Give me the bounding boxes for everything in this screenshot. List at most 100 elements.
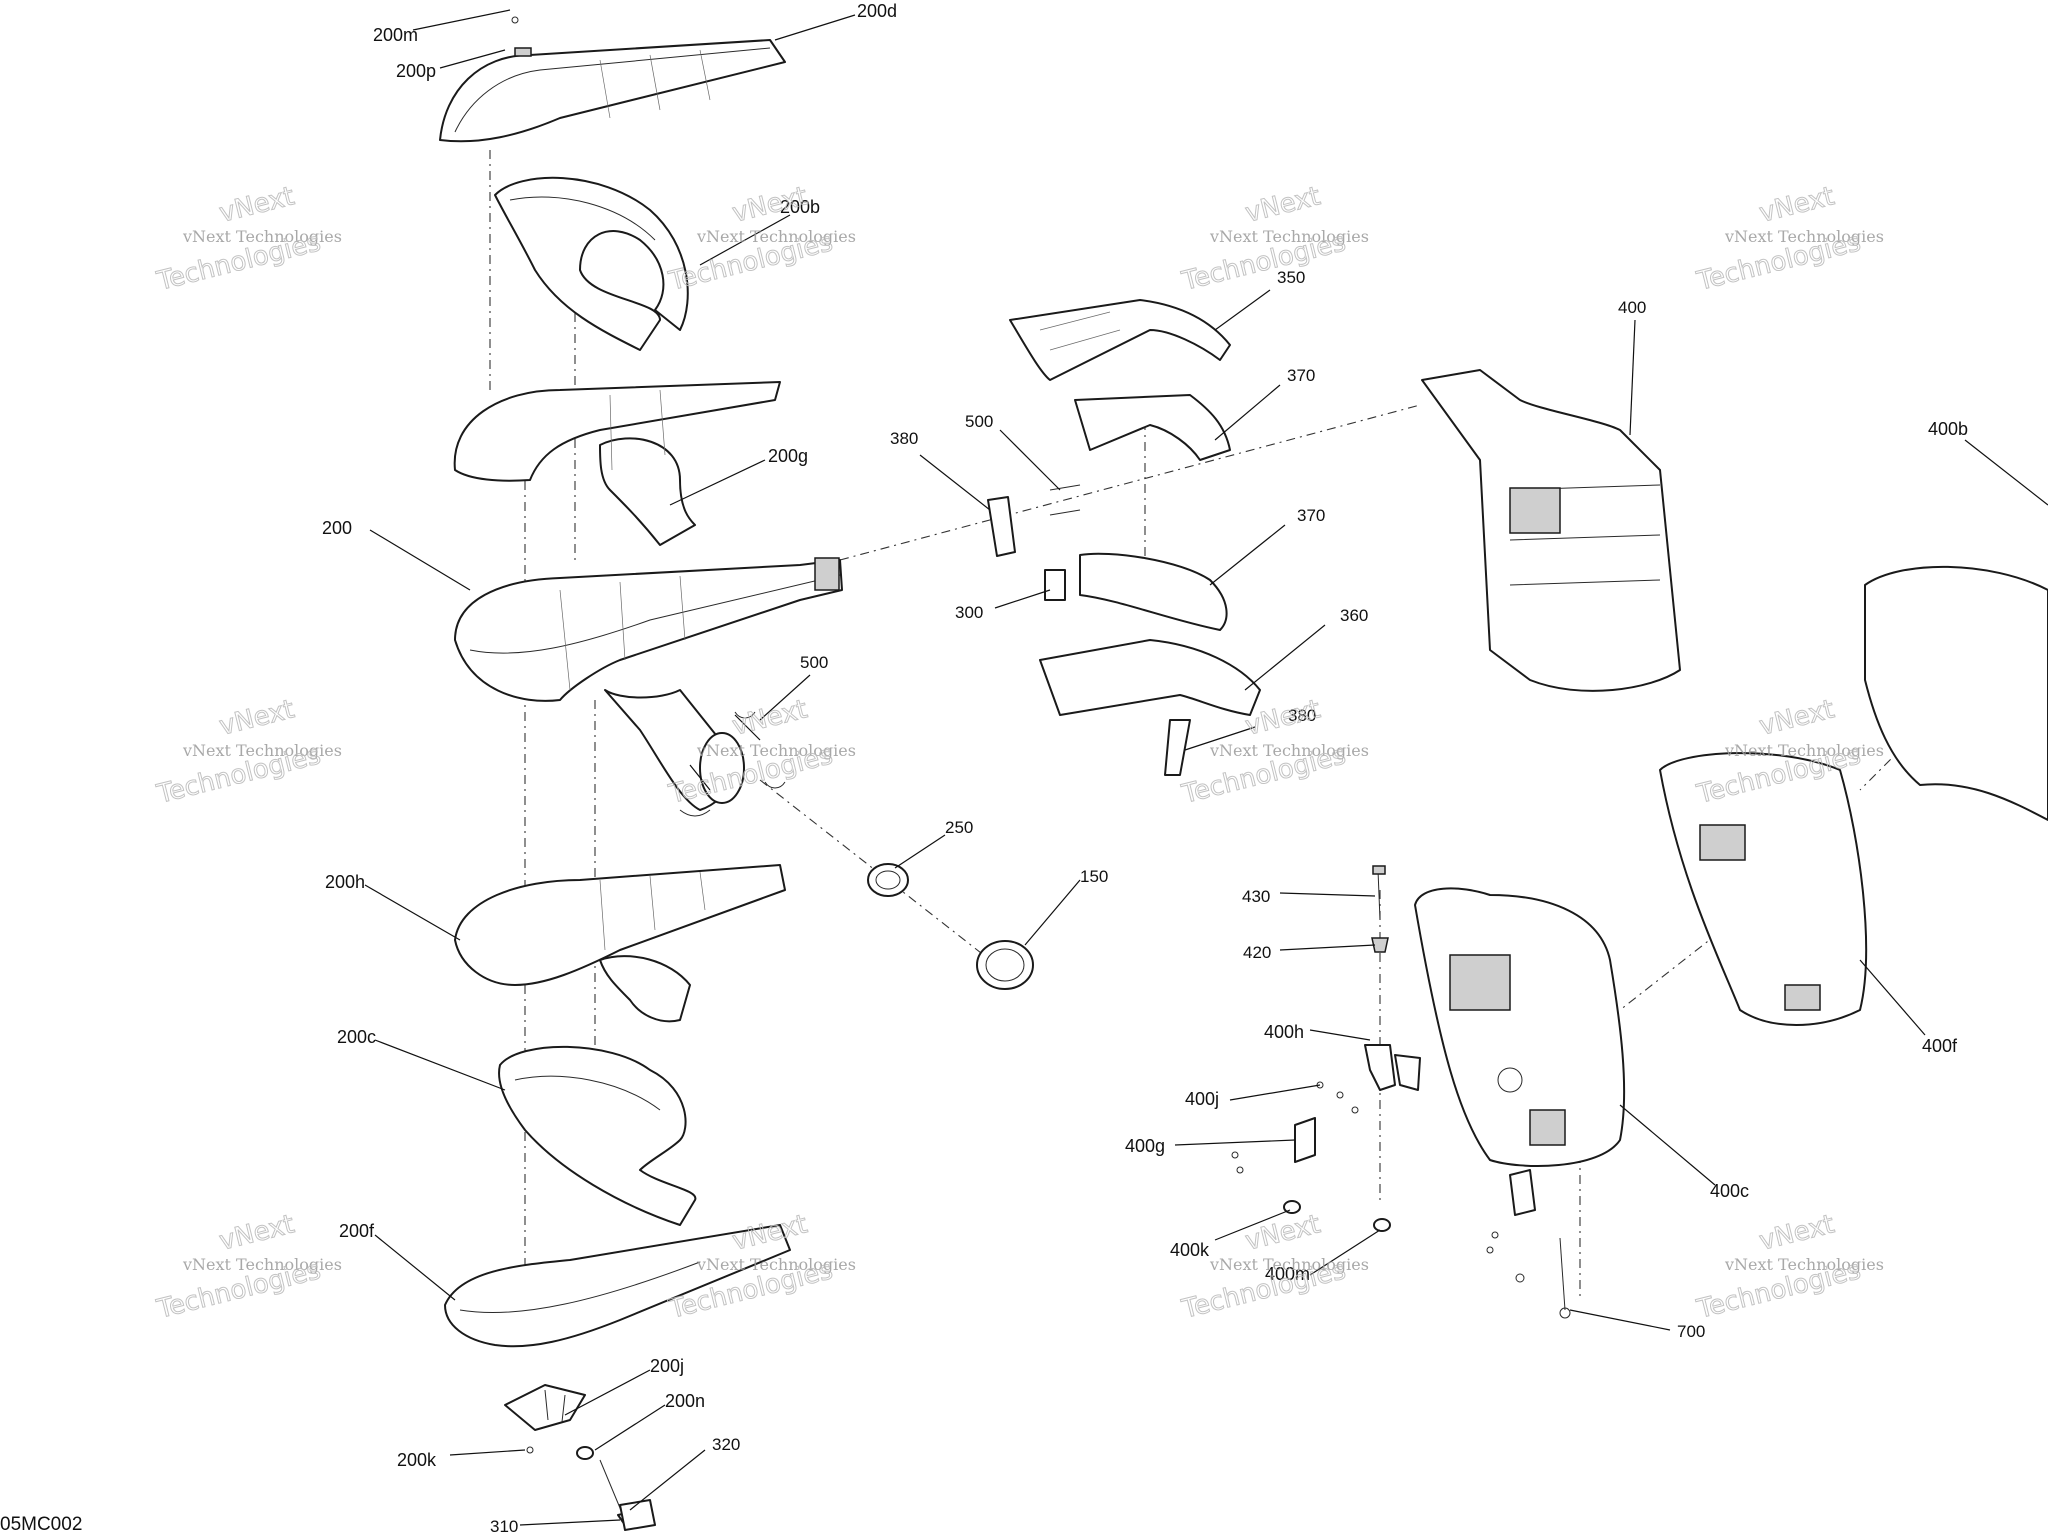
watermark-name: vNext Technologies — [182, 741, 342, 760]
callout-500-top: 500 — [965, 412, 993, 431]
watermark-brand: vNext — [1756, 181, 1837, 228]
part-370-gasket-top — [1074, 394, 1231, 461]
callout-200j: 200j — [650, 1356, 684, 1376]
part-380-clip-right — [1164, 719, 1191, 776]
watermark-name: vNext Technologies — [182, 1255, 342, 1274]
watermark-name: vNext Technologies — [1724, 227, 1884, 246]
watermark-name: vNext Technologies — [1724, 1255, 1884, 1274]
callout-380-right: 380 — [1288, 706, 1316, 725]
part-200g-shell — [453, 381, 781, 546]
callout-200d: 200d — [857, 1, 897, 21]
watermark-brand: vNext — [1756, 694, 1837, 741]
watermark-brand: vNext — [216, 181, 297, 228]
small-hardware — [511, 16, 534, 1454]
part-400m-mount — [1373, 1218, 1391, 1232]
small-washers-right — [1231, 1081, 1525, 1283]
callout-370-top: 370 — [1287, 366, 1315, 385]
part-400g-bracket — [1294, 1117, 1316, 1163]
part-200-expansion-chamber — [454, 557, 843, 817]
callout-380-left: 380 — [890, 429, 918, 448]
watermark-bottom-right: vNext vNext Technologies Technologies — [1693, 1209, 1884, 1326]
part-700-sensor — [1509, 1169, 1571, 1319]
watermark-name: vNext Technologies — [1209, 227, 1369, 246]
watermark-name: vNext Technologies — [696, 741, 856, 760]
watermark-brand: vNext — [216, 1209, 297, 1256]
part-400c-muffler-body — [1414, 887, 1626, 1167]
callout-200m: 200m — [373, 25, 418, 45]
watermark-middle-center-right: vNext vNext Technologies Technologies — [1178, 694, 1369, 811]
callout-200f: 200f — [339, 1221, 375, 1241]
part-360-shield — [1039, 639, 1261, 716]
part-380-clip-left — [987, 496, 1016, 557]
watermark-bottom-left: vNext vNext Technologies Technologies — [153, 1209, 342, 1326]
callout-400h: 400h — [1264, 1022, 1304, 1042]
part-200c-shell — [498, 1045, 697, 1226]
part-400f-cover — [1659, 752, 1868, 1026]
leader-lines — [364, 9, 2048, 1526]
watermark-brand: vNext — [729, 694, 810, 741]
part-430-bolt — [1372, 865, 1386, 921]
callout-150: 150 — [1080, 867, 1108, 886]
part-150-clamp — [976, 940, 1034, 990]
part-400h-bracket — [1364, 1044, 1421, 1091]
callout-labels: 200m 200p 200d 200b 200g 200 200h 200c 2… — [322, 1, 1968, 1536]
part-370-gasket-middle — [1079, 552, 1228, 631]
part-350-shield — [1009, 299, 1231, 381]
callout-370-middle: 370 — [1297, 506, 1325, 525]
part-200h-shell — [454, 864, 786, 1023]
diagram-reference-code: 05MC002 — [0, 1514, 82, 1535]
callout-400k: 400k — [1170, 1240, 1210, 1260]
callout-350: 350 — [1277, 268, 1305, 287]
part-250-ring — [867, 863, 909, 897]
callout-700: 700 — [1677, 1322, 1705, 1341]
watermark-name: vNext Technologies — [1209, 741, 1369, 760]
callout-200c: 200c — [337, 1027, 376, 1047]
watermark-top-right: vNext vNext Technologies Technologies — [1693, 181, 1884, 298]
callout-400g: 400g — [1125, 1136, 1165, 1156]
part-200f-bottom-shield — [444, 1224, 791, 1348]
part-200b-shell — [494, 176, 689, 351]
callout-200h: 200h — [325, 872, 365, 892]
part-500-springs-top — [1049, 484, 1081, 516]
callout-200: 200 — [322, 518, 352, 538]
callout-200n: 200n — [665, 1391, 705, 1411]
watermark-brand: vNext — [1242, 1209, 1323, 1256]
callout-360: 360 — [1340, 606, 1368, 625]
callout-400b: 400b — [1928, 419, 1968, 439]
callout-400f: 400f — [1922, 1036, 1958, 1056]
callout-250: 250 — [945, 818, 973, 837]
callout-320: 320 — [712, 1435, 740, 1454]
callout-200b: 200b — [780, 197, 820, 217]
watermark-name: vNext Technologies — [696, 227, 856, 246]
callout-400m: 400m — [1265, 1264, 1310, 1284]
callout-400: 400 — [1618, 298, 1646, 317]
watermark-name: vNext Technologies — [696, 1255, 856, 1274]
part-400k-mount — [1283, 1200, 1301, 1214]
callout-200k: 200k — [397, 1450, 437, 1470]
part-400b-cover — [1864, 565, 2048, 821]
part-200n-washer — [576, 1446, 594, 1460]
callout-400c: 400c — [1710, 1181, 1749, 1201]
watermark-middle-left: vNext vNext Technologies Technologies — [153, 694, 342, 811]
callout-420: 420 — [1243, 943, 1271, 962]
watermark-top-center-right: vNext vNext Technologies Technologies — [1178, 181, 1369, 298]
callout-430: 430 — [1242, 887, 1270, 906]
watermark-brand: vNext — [729, 181, 810, 228]
part-400-muffler — [1421, 369, 1681, 692]
watermark-name: vNext Technologies — [1209, 1255, 1369, 1274]
watermark-name: vNext Technologies — [1724, 741, 1884, 760]
watermark-brand: vNext — [216, 694, 297, 741]
callout-310: 310 — [490, 1517, 518, 1536]
watermark-top-middle: vNext vNext Technologies Technologies — [665, 181, 856, 298]
callout-200p: 200p — [396, 61, 436, 81]
watermark-brand: vNext — [1242, 181, 1323, 228]
callout-200g: 200g — [768, 446, 808, 466]
watermark-name: vNext Technologies — [182, 227, 342, 246]
callout-400j: 400j — [1185, 1089, 1219, 1109]
part-420-grommet — [1371, 937, 1389, 953]
watermark-bottom-center-right: vNext vNext Technologies Technologies — [1178, 1209, 1369, 1326]
watermark-brand: vNext — [1756, 1209, 1837, 1256]
part-300-gasket — [1044, 569, 1066, 601]
